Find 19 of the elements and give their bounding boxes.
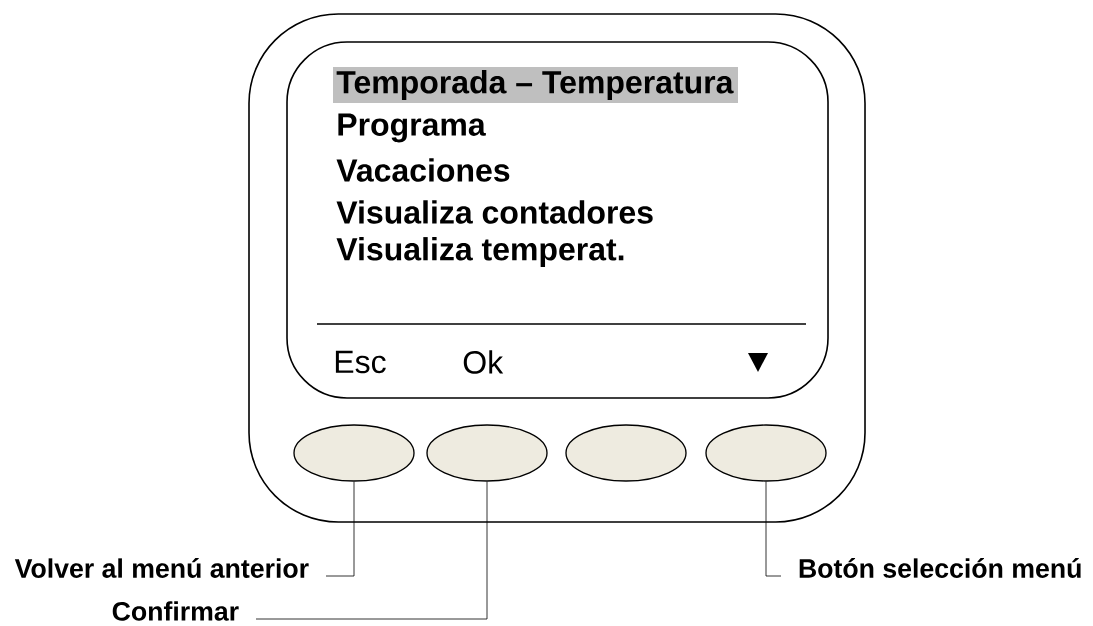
leader-line [255,481,488,620]
callout-text: Botón selección menú [799,558,1081,578]
menu-item: Programa [338,113,486,143]
callout-text: Volver al menú anterior [14,558,309,578]
button [426,424,548,482]
button [565,424,687,482]
menu-item: Visualiza contadores [336,200,653,224]
menu-item: Vacaciones [336,158,510,182]
leader-line [765,481,782,577]
leader-line [325,481,355,577]
callout-text: Confirmar [112,601,239,621]
menu-item: Visualiza temperat. [336,237,624,267]
softkey-label: Ok [463,350,504,374]
softkey-label: Esc [335,350,386,374]
screen [286,41,829,399]
device-body [248,13,866,523]
button [705,424,827,482]
menu-item: Temporada – Temperatura [336,70,734,100]
button [293,424,415,482]
